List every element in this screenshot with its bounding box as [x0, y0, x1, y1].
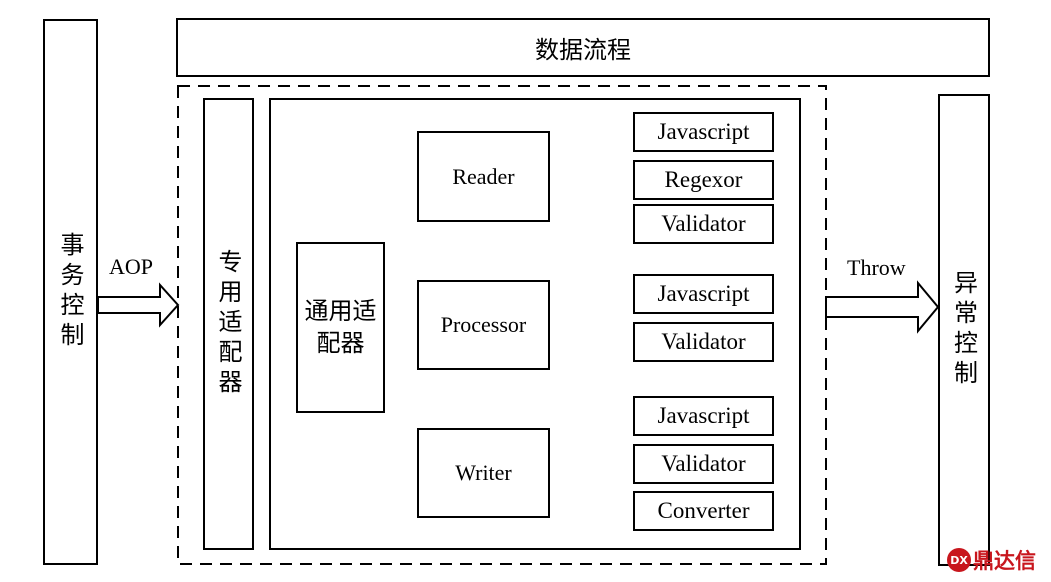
plugin-label: Converter	[657, 498, 750, 523]
dashed-frame	[177, 85, 827, 565]
writer-plugin-converter: Converter	[633, 491, 774, 531]
processor-plugin-javascript: Javascript	[633, 274, 774, 314]
aop-arrow	[97, 282, 180, 328]
plugin-label: Regexor	[664, 167, 743, 192]
exception-control-label: 异常控制	[949, 270, 978, 390]
general-adapter-box: 通用适配器	[296, 242, 385, 413]
reader-plugin-javascript: Javascript	[633, 112, 774, 152]
aop-label: AOP	[109, 254, 154, 279]
reader-plugin-regexor: Regexor	[633, 160, 774, 200]
data-flow-box: 数据流程	[176, 18, 990, 77]
processor-plugin-validator: Validator	[633, 322, 774, 362]
data-flow-label: 数据流程	[535, 36, 631, 64]
throw-arrow	[825, 280, 940, 334]
reader-plugin-validator: Validator	[633, 204, 774, 244]
watermark-text: 鼎达信	[973, 549, 1036, 573]
writer-box: Writer	[417, 428, 550, 518]
transaction-control-box: 事务控制	[43, 19, 98, 565]
writer-plugin-validator: Validator	[633, 444, 774, 484]
throw-label: Throw	[847, 255, 906, 280]
plugin-label: Javascript	[657, 119, 750, 144]
general-adapter-label: 通用适配器	[304, 297, 377, 357]
exception-control-box: 异常控制	[938, 94, 990, 566]
reader-box: Reader	[417, 131, 550, 222]
plugin-label: Javascript	[657, 403, 750, 428]
processor-box: Processor	[417, 280, 550, 370]
writer-plugin-javascript: Javascript	[633, 396, 774, 436]
plugin-label: Validator	[661, 211, 746, 236]
processor-label: Processor	[440, 312, 527, 337]
transaction-control-label: 事务控制	[56, 232, 84, 352]
special-adapter-label: 专用适配器	[214, 249, 242, 399]
plugin-label: Validator	[661, 329, 746, 354]
plugin-label: Validator	[661, 451, 746, 476]
writer-label: Writer	[455, 460, 512, 485]
watermark-logo-icon: DX	[947, 548, 971, 572]
watermark: DX 鼎达信	[947, 545, 1047, 575]
special-adapter-box: 专用适配器	[203, 98, 254, 550]
reader-label: Reader	[452, 163, 515, 189]
plugin-label: Javascript	[657, 281, 750, 306]
